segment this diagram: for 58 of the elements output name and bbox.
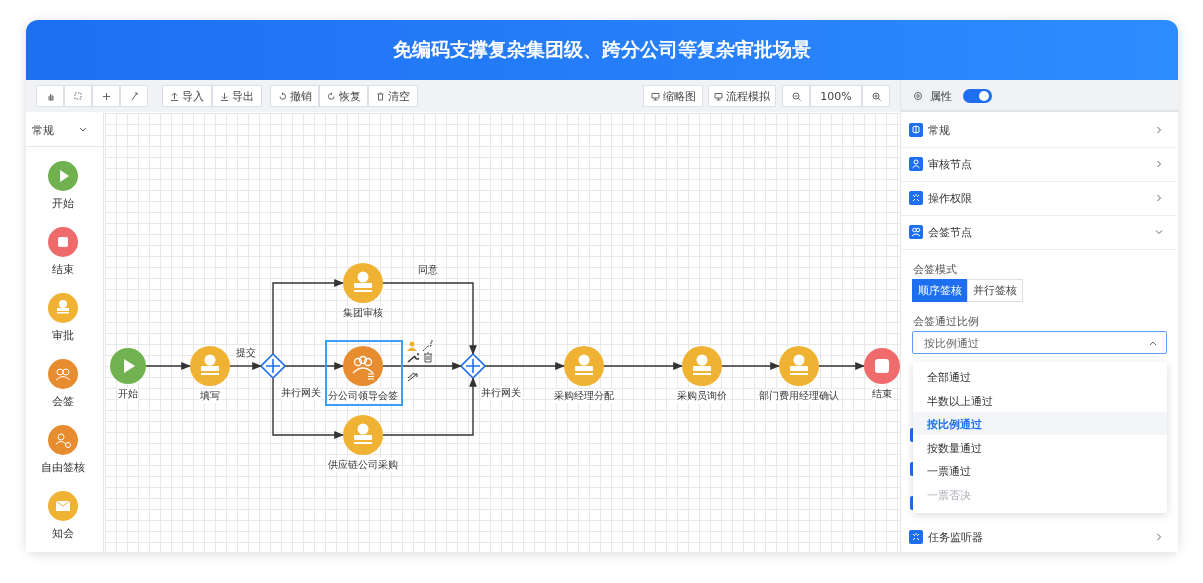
arrow <box>382 362 462 370</box>
panel-section-row: 操作权限 <box>900 181 1176 216</box>
dropdown-option: 一票通过 <box>913 459 1167 483</box>
palette-item-label: 知会 <box>51 526 75 541</box>
node-label: 并行网关 <box>481 386 521 400</box>
node-label: 开始 <box>118 387 138 401</box>
palette-item-label: 开始 <box>51 196 75 211</box>
segment-button: 并行签核 <box>967 279 1023 302</box>
toolbar-button: 恢复 <box>319 85 368 107</box>
panel-title: 属性 <box>930 89 952 104</box>
node-label: 并行网关 <box>281 386 321 400</box>
toolbar-button: 缩略图 <box>643 85 703 107</box>
arrow <box>382 282 477 355</box>
toolbar-button: 流程模拟 <box>708 85 776 107</box>
arrow <box>484 362 565 370</box>
arrow <box>721 362 780 370</box>
node-label: 采购员询价 <box>677 389 727 403</box>
arrow <box>382 377 477 436</box>
toolbar-button: 导入 <box>162 85 212 107</box>
toolbar-button: 撤销 <box>270 85 319 107</box>
panel-section-row: 会签节点 <box>900 215 1176 250</box>
panel-section-row: 审核节点 <box>900 147 1176 182</box>
toolbar-button: 清空 <box>368 85 418 107</box>
arrow <box>229 362 262 370</box>
field-label: 会签模式 <box>913 262 957 277</box>
dropdown-option: 全部通过 <box>913 365 1167 388</box>
segment-button: 顺序签核 <box>912 279 968 302</box>
dropdown-option: 按数量通过 <box>913 435 1167 459</box>
arrow <box>818 362 865 370</box>
selected-option: 按比例通过 <box>913 412 1167 436</box>
node-label: 填写 <box>200 389 220 403</box>
node-label: 部门费用经理确认 <box>759 389 839 403</box>
toolbar-button: 导出 <box>212 85 262 107</box>
dropdown-option: 半数以上通过 <box>913 388 1167 412</box>
panel-section-row: 常规 <box>900 113 1176 148</box>
palette-item-label: 会签 <box>51 394 75 409</box>
palette-item-label: 自由签核 <box>40 460 86 475</box>
palette-dropdown: 常规 <box>26 113 104 147</box>
node-label: 采购经理分配 <box>554 389 614 403</box>
palette-item-label: 结束 <box>51 262 75 277</box>
arrow <box>145 362 191 370</box>
disabled-option: 一票否决 <box>913 483 1167 506</box>
node-label: 供应链公司采购 <box>328 458 398 472</box>
field-label: 会签通过比例 <box>913 314 979 329</box>
node-label: 结束 <box>872 387 892 401</box>
node-label: 分公司领导会签 <box>328 389 398 403</box>
arrow <box>272 279 344 355</box>
node-label: 集团审核 <box>343 306 383 320</box>
panel-section-row: 任务监听器 <box>900 520 1176 555</box>
select-field: 按比例通过 <box>912 331 1167 354</box>
arrow <box>603 362 683 370</box>
banner-title: 免编码支撑复杂集团级、跨分公司等复杂审批场景 <box>392 37 812 62</box>
arrow <box>284 362 344 370</box>
edge-label: 提交 <box>234 346 257 360</box>
zoom-level-display: 100% <box>810 85 862 107</box>
arrow <box>272 377 344 439</box>
edge-label: 同意 <box>417 263 439 277</box>
palette-item-label: 审批 <box>51 328 75 343</box>
